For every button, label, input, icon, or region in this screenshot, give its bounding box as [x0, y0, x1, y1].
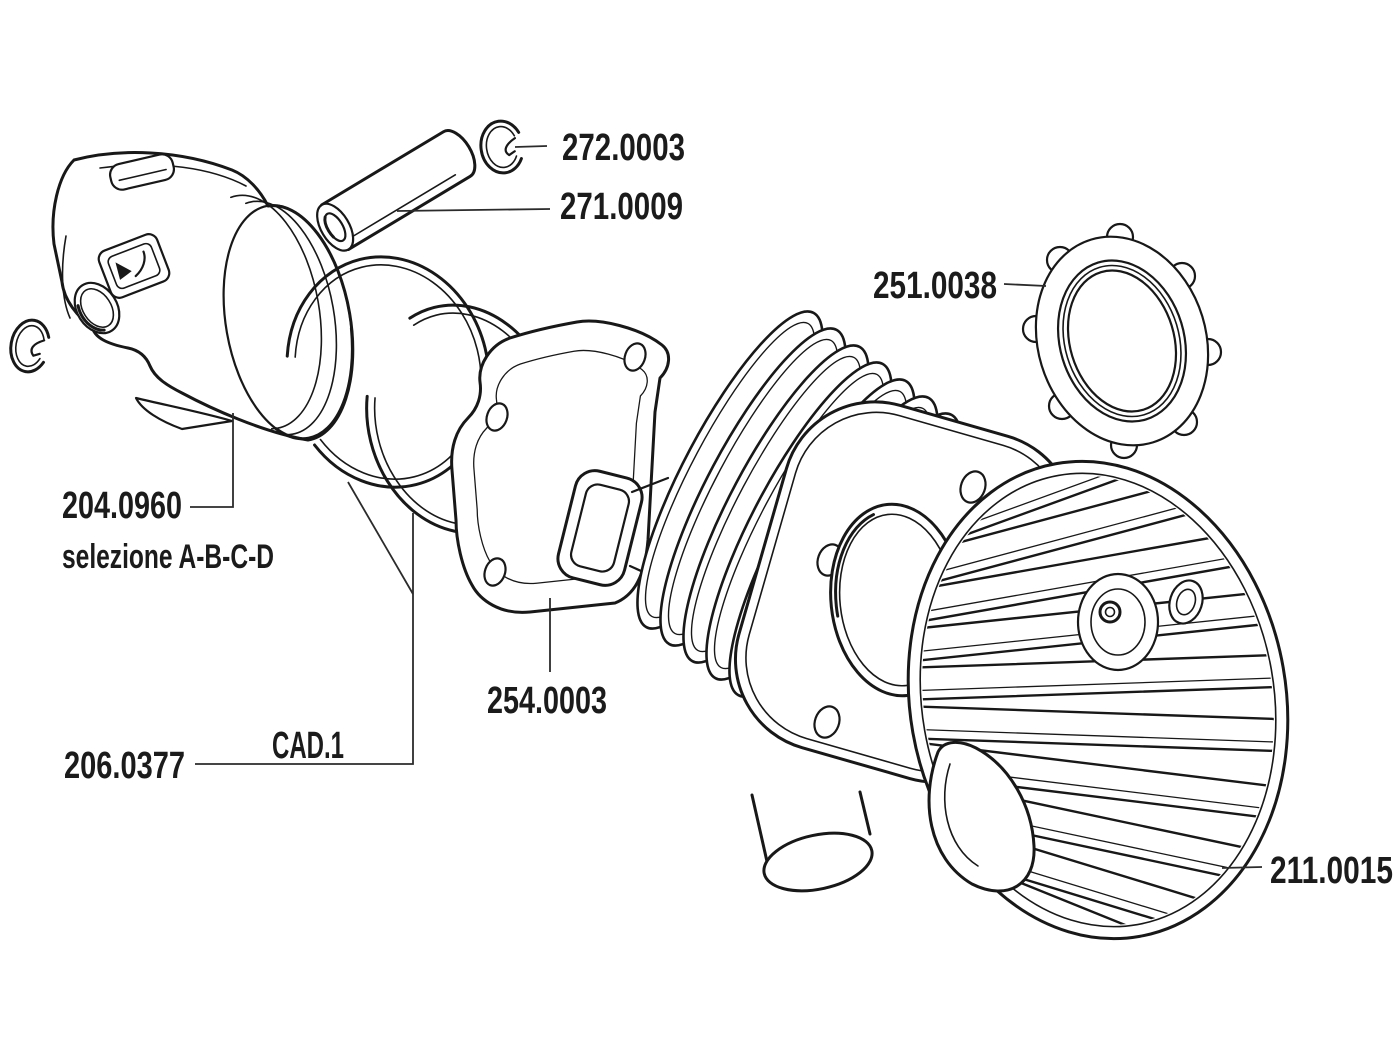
label-piston-rings: 206.0377: [64, 745, 185, 787]
wrist-pin-circlip-left-icon: [9, 318, 51, 374]
head-gasket-drawing: [1021, 222, 1223, 460]
piston-pin-drawing: [316, 129, 477, 252]
label-piston: 204.0960: [62, 485, 182, 527]
flange-bolt-hole-top: [959, 470, 987, 504]
part-labels: 272.0003 271.0009 251.0038 204.0960 sele…: [62, 127, 1393, 892]
cylinder-head-drawing: [887, 447, 1290, 953]
piston-pin-hole: [73, 281, 121, 335]
label-rings-cad: CAD.1: [272, 725, 344, 767]
base-gasket-hole-top: [623, 342, 647, 372]
piston-port-window: [97, 233, 171, 299]
label-circlip: 272.0003: [562, 127, 685, 169]
wrist-pin-circlip-top-icon: [479, 119, 525, 175]
cylinder-base-spigot: [750, 790, 874, 893]
label-piston-selection: selezione A-B-C-D: [62, 538, 274, 576]
head-bolt-hole: [1168, 579, 1204, 625]
head-combustion-dome: [927, 741, 1036, 893]
label-base-gasket: 254.0003: [487, 680, 607, 722]
piston-drawing: [51, 151, 355, 442]
flange-bolt-hole-bottom: [813, 705, 841, 739]
piston-crown: [222, 203, 354, 441]
piston-ring-grooves: [191, 194, 338, 436]
piston-ring-1: [285, 255, 491, 489]
piston-upper-window: [108, 153, 176, 191]
base-gasket-hole-bottom: [483, 557, 507, 587]
label-head-gasket: 251.0038: [873, 265, 997, 307]
base-gasket-hole-left: [485, 402, 509, 432]
label-piston-pin: 271.0009: [560, 186, 683, 228]
piston-skirt-notch: [134, 396, 234, 431]
head-spark-plug-hub: [1076, 572, 1160, 672]
leader-lines: [190, 145, 1263, 869]
label-cylinder-head: 211.0015: [1270, 850, 1393, 892]
